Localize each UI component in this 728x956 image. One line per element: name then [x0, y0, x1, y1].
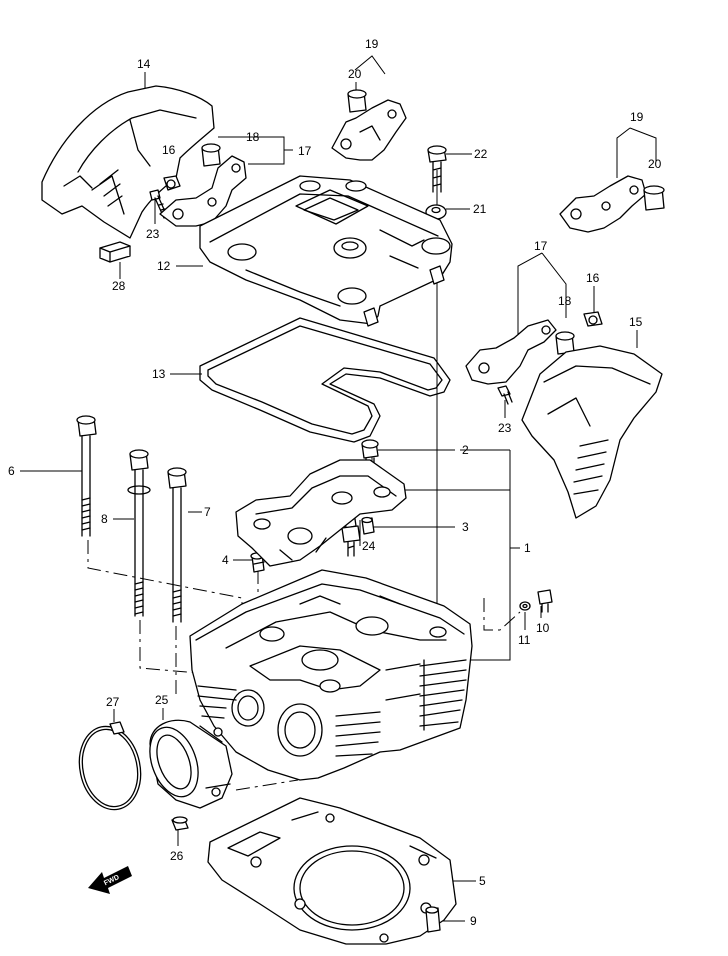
long-bolts [76, 415, 187, 623]
part-3-dowel [361, 516, 375, 535]
left-side-cover [41, 85, 215, 239]
cylinder-head [189, 569, 473, 781]
label-18b: 18 [558, 294, 572, 308]
label-26: 26 [170, 849, 184, 863]
label-19b: 19 [630, 110, 644, 124]
label-22: 22 [474, 147, 488, 161]
part-9-dowel [425, 906, 441, 933]
label-6: 6 [8, 464, 15, 478]
part-23-bolt-upper [149, 189, 168, 219]
part-18-grommet-right [555, 331, 575, 355]
label-13: 13 [152, 367, 166, 381]
upper-left-bracket [159, 155, 247, 227]
alignment-lines [87, 540, 521, 791]
label-28: 28 [112, 279, 126, 293]
part-26-screw [171, 816, 189, 831]
label-15: 15 [629, 315, 643, 329]
label-17a: 17 [298, 144, 312, 158]
part-20-grommet-right [643, 185, 665, 211]
label-4: 4 [222, 553, 229, 567]
label-27: 27 [106, 695, 120, 709]
part-16-right [583, 311, 603, 327]
label-23b: 23 [498, 421, 512, 435]
label-17b: 17 [534, 239, 548, 253]
label-14: 14 [137, 57, 151, 71]
label-18a: 18 [246, 130, 260, 144]
label-19a: 19 [365, 37, 379, 51]
part-18-grommet-upper [201, 143, 221, 167]
hose-clamp [78, 721, 142, 811]
upper-center-bracket [331, 99, 407, 161]
label-23a: 23 [146, 227, 160, 241]
right-upper-bracket [559, 175, 647, 233]
label-3: 3 [462, 520, 469, 534]
label-16b: 16 [586, 271, 600, 285]
label-11: 11 [518, 633, 531, 647]
label-8: 8 [101, 512, 108, 526]
label-21: 21 [473, 202, 487, 216]
part-10-bolt [537, 589, 553, 613]
label-2: 2 [462, 443, 469, 457]
label-5: 5 [479, 874, 486, 888]
right-bracket [465, 319, 557, 385]
label-12: 12 [157, 259, 171, 273]
fwd-arrow-icon: FWD [88, 866, 132, 894]
right-side-cover [521, 345, 663, 519]
cylinder-head-cover [199, 175, 453, 327]
cover-gasket [199, 317, 451, 443]
label-20a: 20 [348, 67, 362, 81]
part-11-washer [519, 601, 531, 611]
label-16a: 16 [162, 143, 176, 157]
part-20-grommet-upper [347, 89, 367, 113]
head-gasket [207, 797, 457, 945]
intake-pipe [149, 719, 233, 809]
label-25: 25 [155, 693, 169, 707]
label-24: 24 [362, 539, 376, 553]
part-23-bolt-right [497, 385, 513, 405]
label-10: 10 [536, 621, 550, 635]
part-22-bolt [427, 145, 447, 193]
label-7: 7 [204, 505, 211, 519]
label-9: 9 [470, 914, 477, 928]
callout-labels: 1 2 3 4 5 6 7 8 9 10 11 12 13 14 15 16 1… [8, 37, 662, 928]
part-28-block [99, 241, 131, 263]
label-20b: 20 [648, 157, 662, 171]
part-16-upper [163, 175, 181, 191]
camshaft-holder [235, 459, 407, 567]
label-1: 1 [524, 541, 531, 555]
